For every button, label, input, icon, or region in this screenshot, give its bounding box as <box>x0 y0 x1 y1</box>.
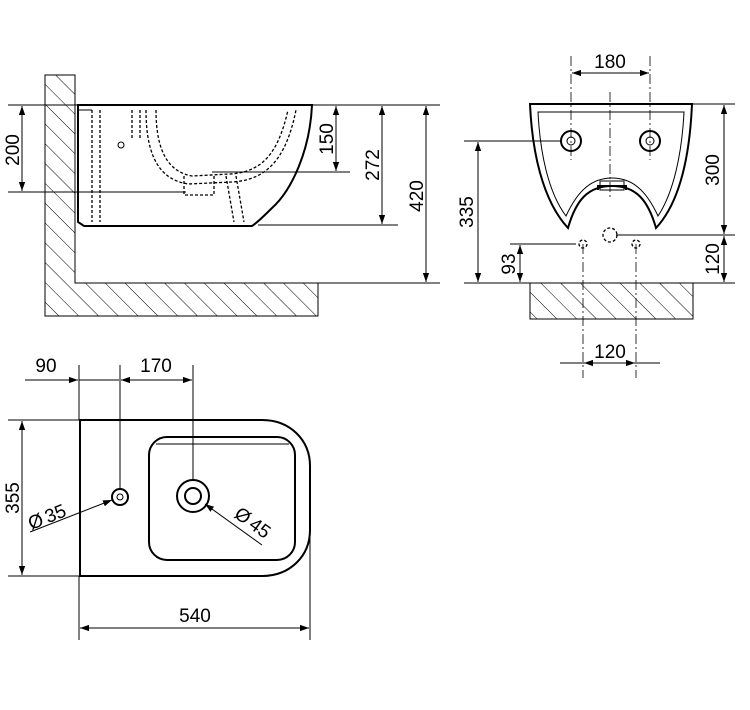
dim-150: 150 <box>317 123 338 155</box>
bowl-hidden-line <box>145 109 297 185</box>
dim-180: 180 <box>594 52 626 73</box>
waste-outlet-circle <box>602 227 618 243</box>
bidet-top-outline <box>79 419 311 577</box>
dim-355: 355 <box>3 482 24 514</box>
dim-170: 170 <box>140 356 172 377</box>
dim-200: 200 <box>3 134 24 166</box>
dim-120-vertical: 120 <box>703 243 724 275</box>
bidet-side-body <box>77 104 314 227</box>
dim-540: 540 <box>179 606 211 627</box>
dim-420: 420 <box>407 180 428 212</box>
dim-90: 90 <box>35 356 56 377</box>
floor-hatch <box>529 282 694 320</box>
dim-335: 335 <box>457 196 478 228</box>
front-view: 180 335 300 93 120 120 <box>457 52 735 378</box>
dim-small-hole-35: 35 <box>42 501 69 528</box>
dim-300: 300 <box>703 154 724 186</box>
wall-hatch <box>44 74 319 317</box>
bowl-opening <box>148 436 296 561</box>
large-hole-inner <box>184 487 202 505</box>
dim-120-horizontal: 120 <box>594 342 626 363</box>
fixing-hole-side <box>117 141 125 149</box>
dim-272: 272 <box>363 149 384 181</box>
side-view: 200 150 272 420 <box>3 74 440 317</box>
inner-rim <box>537 111 685 218</box>
bidet-front-body <box>528 103 694 230</box>
small-hole <box>111 488 129 506</box>
dim-93: 93 <box>499 253 520 274</box>
top-view: 90 170 355 540 Ø 35 Ø 45 <box>3 356 311 640</box>
large-hole-outer <box>176 479 210 513</box>
